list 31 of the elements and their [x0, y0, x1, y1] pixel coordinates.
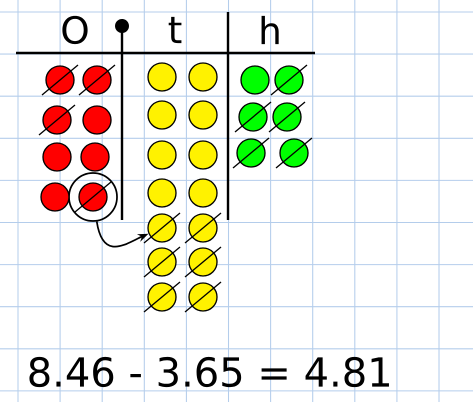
counter: [42, 142, 72, 172]
counter: [188, 100, 218, 130]
counter: [74, 181, 112, 213]
counter: [184, 212, 222, 244]
counter: [188, 178, 218, 208]
column-heading: h: [262, 16, 279, 44]
counter: [144, 281, 180, 313]
counter: [234, 101, 272, 133]
counter: [276, 137, 312, 169]
counter: [144, 246, 180, 278]
counter: [38, 104, 76, 136]
counter: [184, 246, 222, 278]
counter: [147, 178, 177, 208]
ring: [68, 172, 118, 222]
counter: [270, 64, 308, 96]
equation: 8.46 - 3.65 = 4.81: [29, 356, 389, 388]
counter: [82, 105, 112, 135]
column-heading: O: [62, 16, 88, 44]
counter: [188, 62, 218, 92]
counter: [184, 281, 222, 313]
counter: [147, 100, 177, 130]
column-heading: t: [168, 16, 182, 44]
counter: [147, 140, 177, 170]
counter: [40, 182, 70, 212]
counter: [144, 212, 180, 244]
counter: [80, 142, 110, 172]
counter: [232, 137, 270, 169]
counter: [240, 65, 270, 95]
counter: [147, 62, 177, 92]
counter: [42, 64, 78, 96]
counter: [188, 140, 218, 170]
